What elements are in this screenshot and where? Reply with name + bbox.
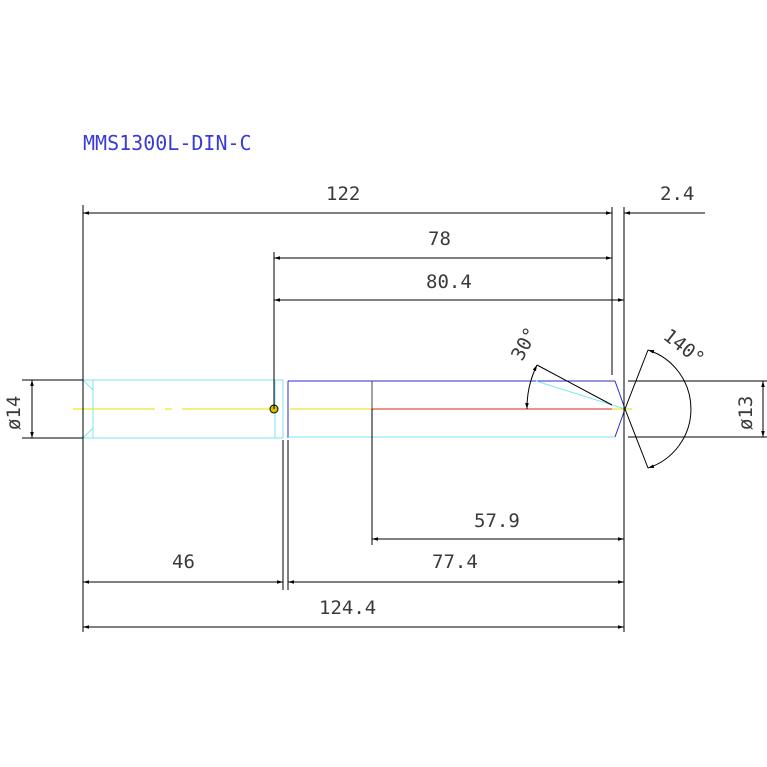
dim-57-9-label: 57.9 [474,510,520,532]
dim-80-4-label: 80.4 [426,271,472,293]
dim-78-label: 78 [428,228,451,250]
drawing-title: MMS1300L-DIN-C [83,131,252,155]
dim-46-label: 46 [172,551,195,573]
dim-dia-13-label: ø13 [735,396,757,430]
dim-124-4-label: 124.4 [319,597,376,619]
extension-lines [22,205,767,632]
dimension-lines [30,211,765,629]
dim-122-label: 122 [326,183,360,205]
tool-geometry [73,379,632,439]
dimension-labels: 122 2.4 78 80.4 57.9 46 77.4 124.4 ø14 ø… [3,183,757,619]
dim-2-4-label: 2.4 [660,183,694,205]
dim-77-4-label: 77.4 [432,551,478,573]
dim-dia-14-label: ø14 [3,396,25,430]
dim-angle-140-label: 140° [659,325,709,371]
body-outline [287,380,626,438]
dim-angle-30-label: 30° [507,324,543,365]
